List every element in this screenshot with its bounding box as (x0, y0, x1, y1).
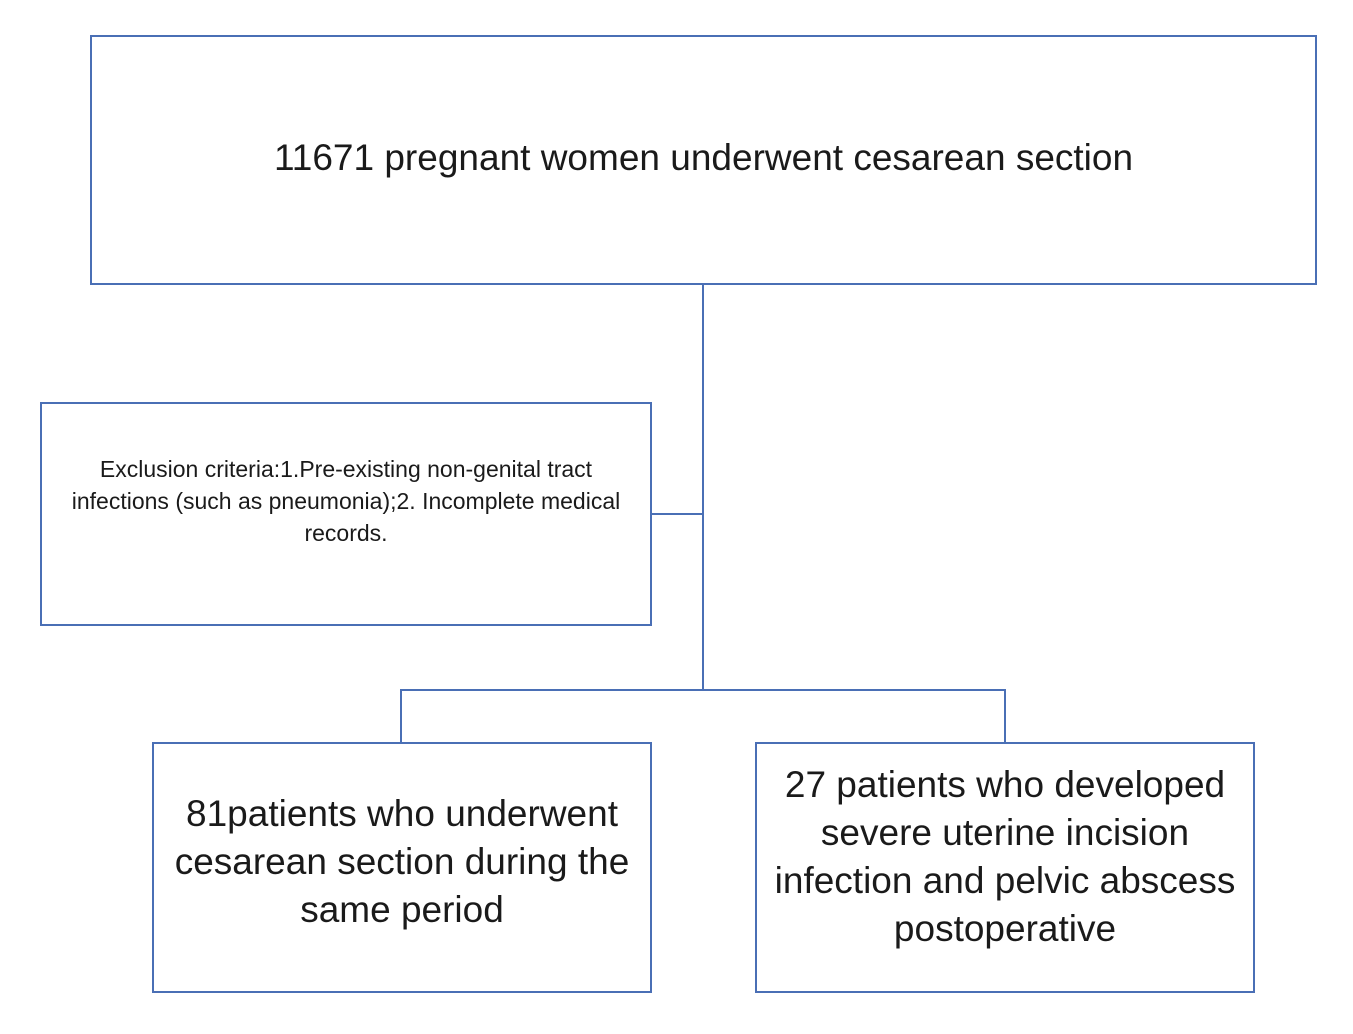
connector-main-vertical (702, 285, 704, 691)
control-group-text: 81patients who underwent cesarean sectio… (174, 792, 630, 930)
connector-left-drop (400, 689, 402, 743)
connector-right-drop (1004, 689, 1006, 743)
connector-exclusion-horizontal (652, 513, 703, 515)
exclusion-criteria-box: Exclusion criteria:1.Pre-existing non-ge… (40, 402, 652, 626)
exclusion-criteria-text: Exclusion criteria:1.Pre-existing non-ge… (71, 456, 621, 546)
control-group-box: 81patients who underwent cesarean sectio… (152, 742, 652, 993)
total-cohort-text: 11671 pregnant women underwent cesarean … (273, 136, 1134, 178)
connector-split-horizontal (400, 689, 1006, 691)
infection-group-text: 27 patients who developed severe uterine… (774, 763, 1236, 949)
infection-group-box: 27 patients who developed severe uterine… (755, 742, 1255, 993)
total-cohort-box: 11671 pregnant women underwent cesarean … (90, 35, 1317, 285)
